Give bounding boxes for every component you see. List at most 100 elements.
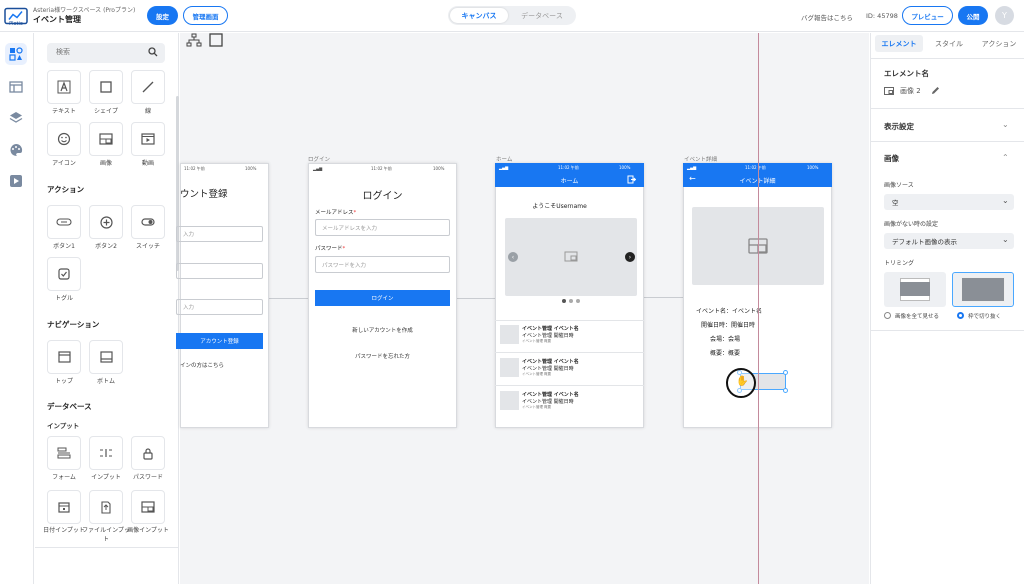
radio-fit[interactable] bbox=[884, 312, 891, 319]
rail-pages-button[interactable] bbox=[5, 76, 27, 98]
tile-label: トップ bbox=[54, 378, 73, 385]
tab-canvas[interactable]: キャンバス bbox=[450, 8, 508, 23]
element-top-nav-tile[interactable] bbox=[47, 340, 81, 374]
empty-image-select[interactable]: デフォルト画像の表示 bbox=[884, 233, 1014, 249]
element-form-tile[interactable] bbox=[47, 436, 81, 470]
element-date-input-tile[interactable] bbox=[47, 490, 81, 524]
forgot-password-link[interactable]: パスワードを忘れた方 bbox=[354, 354, 410, 360]
tab-element[interactable]: エレメント bbox=[875, 35, 923, 52]
element-text-tile[interactable] bbox=[47, 70, 81, 104]
rail-theme-button[interactable] bbox=[5, 139, 27, 161]
detail-title: イベント詳細 bbox=[683, 176, 832, 185]
image-source-select[interactable]: 空 bbox=[884, 194, 1014, 210]
bug-report-link[interactable]: バグ報告はこちら bbox=[801, 14, 853, 22]
signup-button[interactable]: アカウント登録 bbox=[176, 333, 263, 349]
avatar[interactable]: Y bbox=[995, 6, 1014, 25]
resize-handle[interactable] bbox=[783, 370, 788, 375]
carousel-dot[interactable] bbox=[569, 299, 573, 303]
resize-handle[interactable] bbox=[783, 388, 788, 393]
publish-button[interactable]: 公開 bbox=[958, 6, 988, 25]
element-bottom-nav-tile[interactable] bbox=[89, 340, 123, 374]
element-image-input-tile[interactable] bbox=[131, 490, 165, 524]
section-database-title: データベース bbox=[47, 402, 92, 411]
chevron-down-icon[interactable]: ⌄ bbox=[1002, 196, 1009, 205]
admin-button[interactable]: 管理画面 bbox=[183, 6, 228, 25]
create-account-link[interactable]: 新しいアカウントを作成 bbox=[352, 328, 413, 334]
image-placeholder-icon bbox=[564, 251, 578, 262]
status-signal-icon: ▂▄▆ bbox=[687, 165, 697, 170]
element-file-input-tile[interactable] bbox=[89, 490, 123, 524]
back-arrow-icon[interactable]: ← bbox=[689, 174, 696, 183]
element-video-tile[interactable] bbox=[131, 122, 165, 156]
rail-elements-button[interactable] bbox=[5, 43, 27, 65]
signup-email-input[interactable] bbox=[176, 263, 263, 279]
project-id: ID: 45798 bbox=[866, 12, 898, 20]
panel-scrollbar[interactable] bbox=[176, 96, 179, 271]
trim-crop-image bbox=[961, 277, 1005, 302]
tab-database[interactable]: データベース bbox=[521, 11, 563, 20]
element-name-value[interactable]: 画像 2 bbox=[900, 87, 921, 95]
list-thumb-icon bbox=[500, 358, 519, 377]
status-signal-icon: ▂▄▆ bbox=[499, 165, 509, 170]
carousel-next-icon[interactable]: › bbox=[625, 252, 635, 262]
sitemap-icon[interactable] bbox=[186, 33, 202, 47]
search-icon[interactable] bbox=[148, 47, 158, 57]
login-password-input[interactable]: パスワードを入力 bbox=[315, 256, 450, 273]
image-section-title[interactable]: 画像 bbox=[884, 154, 899, 163]
display-settings-title[interactable]: 表示設定 bbox=[884, 122, 914, 131]
frame-icon[interactable] bbox=[209, 33, 223, 47]
empty-image-label: 画像がない時の設定 bbox=[884, 221, 939, 228]
list-item-title: イベント管理 イベント名 bbox=[522, 392, 579, 398]
divider bbox=[870, 141, 1024, 142]
list-thumb-icon bbox=[500, 325, 519, 344]
chevron-down-icon[interactable]: ⌄ bbox=[1002, 120, 1009, 129]
tab-action[interactable]: アクション bbox=[981, 39, 1017, 48]
layout-icon bbox=[9, 81, 23, 93]
plotio-logo-icon[interactable] bbox=[3, 3, 29, 30]
pencil-icon[interactable] bbox=[931, 86, 940, 95]
carousel-dot[interactable] bbox=[576, 299, 580, 303]
signup-login-link[interactable]: インの方はこちら bbox=[180, 363, 225, 369]
carousel-dot[interactable] bbox=[562, 299, 566, 303]
login-title: ログイン bbox=[362, 191, 403, 202]
element-password-tile[interactable] bbox=[131, 436, 165, 470]
home-app-bar bbox=[495, 163, 644, 187]
login-email-input[interactable]: メールアドレスを入力 bbox=[315, 219, 450, 236]
connector-line bbox=[644, 297, 684, 298]
tab-style[interactable]: スタイル bbox=[935, 39, 963, 48]
list-item[interactable] bbox=[495, 320, 644, 353]
section-input-title: インプット bbox=[47, 422, 80, 430]
status-time: 11:02 午前 bbox=[371, 166, 392, 171]
element-image-tile[interactable] bbox=[89, 122, 123, 156]
element-switch-tile[interactable] bbox=[131, 205, 165, 239]
element-button2-tile[interactable] bbox=[89, 205, 123, 239]
element-button1-tile[interactable] bbox=[47, 205, 81, 239]
logout-icon[interactable] bbox=[627, 175, 636, 184]
screen-signup[interactable] bbox=[180, 163, 269, 428]
chevron-up-icon[interactable]: ⌃ bbox=[1002, 153, 1009, 162]
element-shape-tile[interactable] bbox=[89, 70, 123, 104]
signup-password-input[interactable]: 入力 bbox=[176, 299, 263, 315]
alignment-guide bbox=[758, 33, 759, 584]
property-panel bbox=[870, 33, 1024, 584]
chevron-down-icon[interactable]: ⌄ bbox=[1002, 235, 1009, 244]
status-signal-icon: ▂▄▆ bbox=[313, 166, 323, 171]
search-input[interactable] bbox=[47, 43, 165, 63]
radio-crop[interactable] bbox=[957, 312, 964, 319]
signup-name-input[interactable]: 入力 bbox=[176, 226, 263, 242]
rail-media-button[interactable] bbox=[5, 170, 27, 192]
preview-button[interactable]: プレビュー bbox=[902, 6, 953, 25]
settings-button[interactable]: 設定 bbox=[147, 6, 178, 25]
tile-label: テキスト bbox=[52, 108, 76, 115]
rail-layers-button[interactable] bbox=[5, 107, 27, 129]
element-toggle-tile[interactable] bbox=[47, 257, 81, 291]
login-button[interactable]: ログイン bbox=[315, 290, 450, 306]
element-icon-tile[interactable] bbox=[47, 122, 81, 156]
element-line-tile[interactable] bbox=[131, 70, 165, 104]
trim-fit-image bbox=[900, 282, 930, 296]
radio-crop-label: 枠で切り抜く bbox=[968, 314, 1002, 320]
element-input-tile[interactable] bbox=[89, 436, 123, 470]
carousel-prev-icon[interactable]: ‹ bbox=[508, 252, 518, 262]
divider bbox=[870, 58, 1024, 59]
list-item[interactable] bbox=[495, 353, 644, 386]
